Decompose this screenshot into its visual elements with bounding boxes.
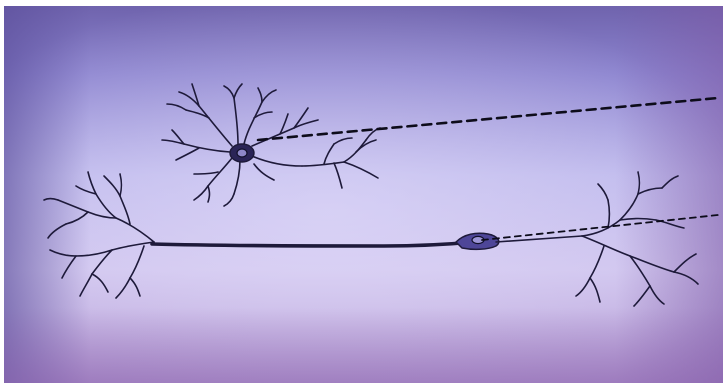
neuron-drawing-photo [4, 6, 723, 383]
